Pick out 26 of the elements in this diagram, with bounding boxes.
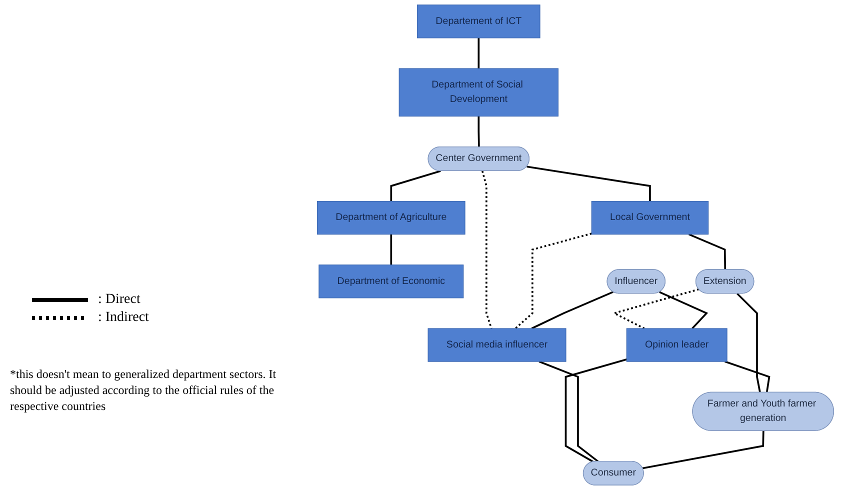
connector <box>538 360 599 462</box>
connector <box>564 358 627 463</box>
node-box: Opinion leader <box>626 328 728 362</box>
node-box: Departement of ICT <box>417 4 540 38</box>
connector <box>642 430 764 470</box>
node-box: Department of Agriculture <box>317 200 466 235</box>
connector <box>481 170 492 329</box>
legend-label: : Indirect <box>98 310 149 326</box>
connector <box>390 234 392 265</box>
connector <box>688 233 726 270</box>
connector <box>531 291 614 330</box>
connector <box>612 288 700 330</box>
connector <box>390 170 441 202</box>
footnote: *this doesn't mean to generalized department sectors. It should be adjusted according to the official rules of the respective countries <box>10 366 278 415</box>
connector <box>478 38 480 69</box>
connector <box>659 291 708 330</box>
legend-label: : Direct <box>98 292 140 308</box>
node-box: Department of Social Development <box>398 68 558 117</box>
node-box: Local Government <box>591 200 709 235</box>
connector <box>526 166 651 202</box>
connector <box>724 360 770 393</box>
connector <box>736 292 761 393</box>
node-box: Social media influencer <box>428 328 566 362</box>
connector <box>514 232 592 330</box>
connector <box>478 116 480 148</box>
node-box: Department of Economic <box>318 264 464 298</box>
